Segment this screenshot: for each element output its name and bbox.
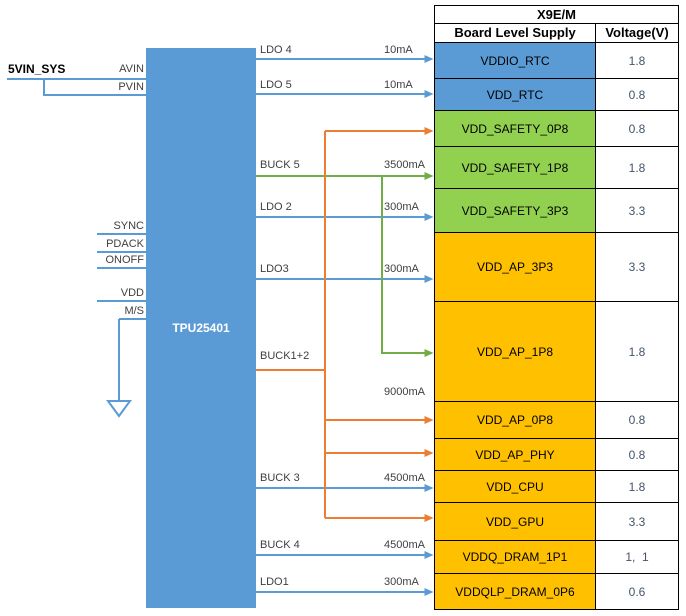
- supply-voltage: 1, 1: [596, 541, 678, 573]
- supply-name: VDD_CPU: [435, 471, 596, 502]
- column-header-voltage: Voltage(V): [605, 25, 669, 40]
- blue-output-wires: [256, 55, 434, 596]
- rail-label-buck4: BUCK 4: [260, 539, 300, 551]
- table-row: VDD_RTC 0.8: [435, 79, 678, 111]
- pmic-chip: TPU25401: [146, 48, 256, 608]
- pin-label-avin: AVIN: [119, 63, 144, 75]
- chip-name: TPU25401: [172, 321, 230, 335]
- rail-label-ldo3: LDO3: [260, 263, 289, 275]
- supply-voltage: 0.8: [596, 402, 678, 438]
- rail-label-ldo4: LDO 4: [260, 44, 292, 56]
- rail-label-ldo2: LDO 2: [260, 201, 292, 213]
- table-row: VDD_SAFETY_1P8 1.8: [435, 147, 678, 189]
- current-label-buck3: 4500mA: [384, 472, 425, 484]
- column-header-supply: Board Level Supply: [435, 24, 596, 42]
- pin-label-vdd: VDD: [120, 287, 144, 299]
- control-pin-wires: [97, 233, 146, 401]
- orange-output-wires: [256, 127, 434, 522]
- table-row: VDDQ_DRAM_1P1 1, 1: [435, 541, 678, 574]
- pin-label-pvin: PVIN: [118, 81, 144, 93]
- table-title: X9E/M: [435, 6, 678, 24]
- current-label-ldo2: 300mA: [384, 201, 419, 213]
- table-row: VDD_SAFETY_3P3 3.3: [435, 189, 678, 233]
- table-row: VDD_AP_0P8 0.8: [435, 402, 678, 439]
- current-label-buck1-2: 9000mA: [384, 386, 425, 398]
- table-row: VDD_SAFETY_0P8 0.8: [435, 111, 678, 147]
- supply-voltage: 0.8: [596, 439, 678, 470]
- green-output-wires: [256, 172, 434, 357]
- table-row: VDD_AP_PHY 0.8: [435, 439, 678, 471]
- current-label-ldo4: 10mA: [384, 44, 413, 56]
- supply-voltage: 1.8: [596, 302, 678, 401]
- source-net-label: 5VIN_SYS: [8, 62, 66, 76]
- supply-voltage: 1.8: [596, 471, 678, 502]
- supply-name: VDD_SAFETY_3P3: [435, 189, 596, 232]
- table-row: VDD_AP_3P3 3.3: [435, 233, 678, 302]
- supply-voltage: 3.3: [596, 233, 678, 301]
- supply-voltage: 0.6: [596, 574, 678, 609]
- supply-voltage: 3.3: [596, 189, 678, 232]
- supply-name: VDDQLP_DRAM_0P6: [435, 574, 596, 609]
- table-row: VDDIO_RTC 1.8: [435, 43, 678, 79]
- supply-name: VDD_AP_3P3: [435, 233, 596, 301]
- supply-voltage: 0.8: [596, 111, 678, 146]
- pin-label-sync: SYNC: [113, 220, 144, 232]
- rail-label-buck1-2: BUCK1+2: [260, 350, 310, 362]
- supply-name: VDDQ_DRAM_1P1: [435, 541, 596, 573]
- rail-label-buck3: BUCK 3: [260, 472, 300, 484]
- supply-name: VDDIO_RTC: [435, 43, 596, 78]
- table-row: VDDQLP_DRAM_0P6 0.6: [435, 574, 678, 609]
- current-label-ldo3: 300mA: [384, 263, 419, 275]
- current-label-buck4: 4500mA: [384, 539, 425, 551]
- supply-voltage: 1.8: [596, 43, 678, 78]
- rail-label-ldo1: LDO1: [260, 576, 289, 588]
- supply-name: VDD_AP_1P8: [435, 302, 596, 401]
- supply-name: VDD_SAFETY_1P8: [435, 147, 596, 188]
- table-header-row: Board Level Supply Voltage(V): [435, 24, 678, 43]
- input-wires: [7, 78, 146, 96]
- supply-name: VDD_GPU: [435, 503, 596, 540]
- rail-label-buck5: BUCK 5: [260, 159, 300, 171]
- current-label-ldo1: 300mA: [384, 576, 419, 588]
- supply-name: VDD_AP_PHY: [435, 439, 596, 470]
- current-label-ldo5: 10mA: [384, 79, 413, 91]
- current-label-buck5: 3500mA: [384, 159, 425, 171]
- rail-label-ldo5: LDO 5: [260, 79, 292, 91]
- supply-voltage: 1.8: [596, 147, 678, 188]
- pin-label-pdack: PDACK: [106, 238, 144, 250]
- supply-name: VDD_SAFETY_0P8: [435, 111, 596, 146]
- supply-voltage: 3.3: [596, 503, 678, 540]
- supply-name: VDD_AP_0P8: [435, 402, 596, 438]
- table-row: VDD_GPU 3.3: [435, 503, 678, 541]
- table-row: VDD_AP_1P8 1.8: [435, 302, 678, 402]
- supply-voltage: 0.8: [596, 79, 678, 110]
- supply-table: X9E/M Board Level Supply Voltage(V) VDDI…: [434, 5, 679, 610]
- table-row: VDD_CPU 1.8: [435, 471, 678, 503]
- ground-triangle-icon: [106, 400, 132, 418]
- pin-label-onoff: ONOFF: [105, 254, 145, 266]
- supply-name: VDD_RTC: [435, 79, 596, 110]
- pin-label-ms: M/S: [124, 305, 144, 317]
